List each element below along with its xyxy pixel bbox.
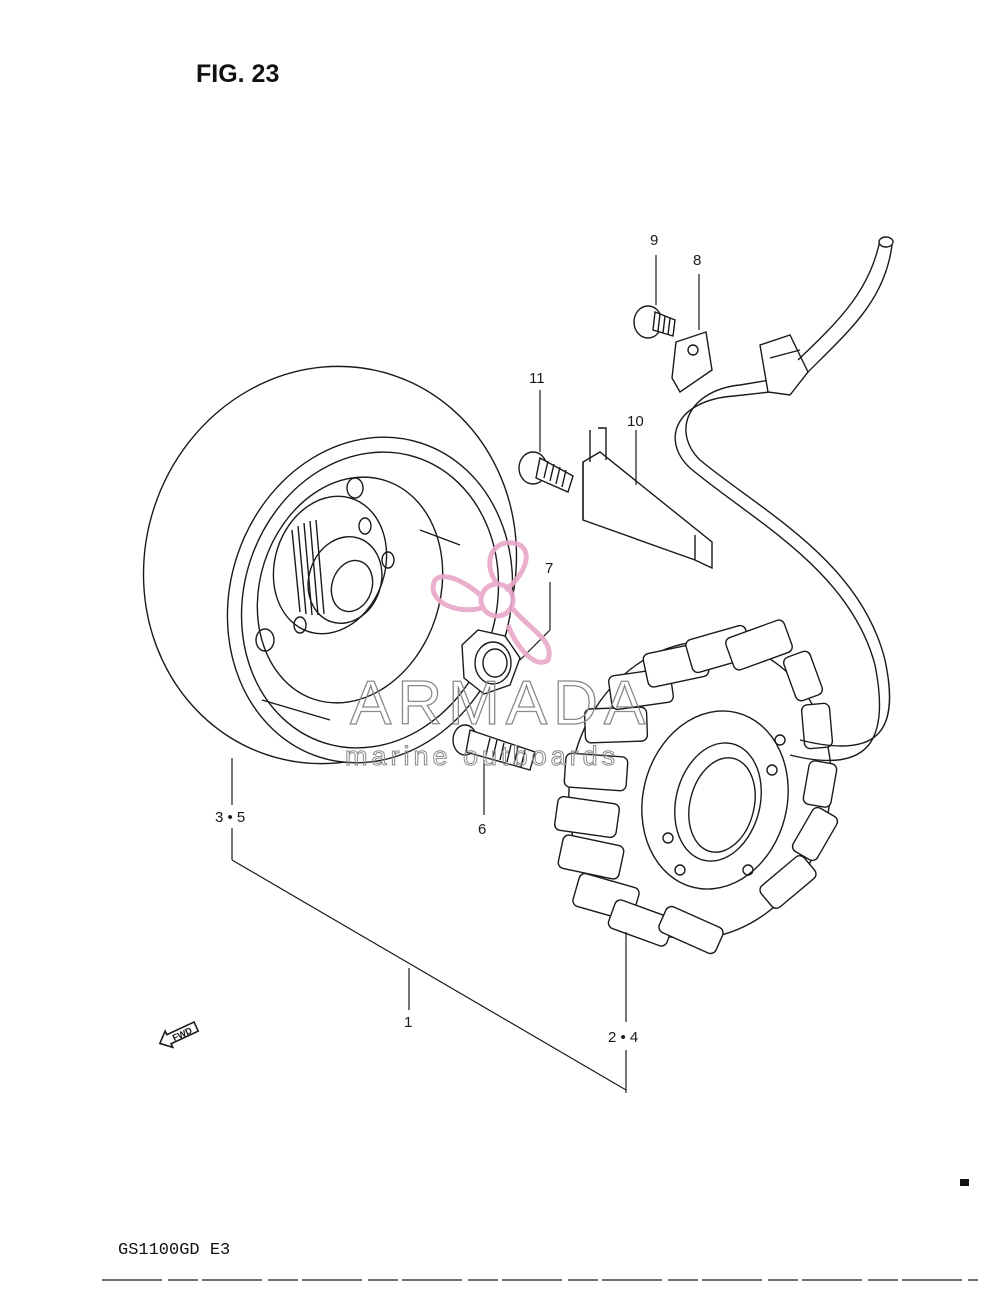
watermark-brand: ARMADA — [350, 669, 651, 738]
fwd-arrow-icon: FWD — [158, 1020, 200, 1049]
stator-assembly — [554, 619, 839, 955]
callout-9: 9 — [650, 232, 658, 249]
plate-10 — [582, 427, 713, 570]
callout-7: 7 — [545, 560, 553, 577]
clamp-8 — [671, 331, 713, 394]
stator-wire-harness — [674, 236, 894, 762]
callout-3-5: 3 • 5 — [215, 809, 245, 826]
watermark-logo-icon — [430, 540, 552, 665]
rotor-flywheel — [142, 365, 518, 765]
screw-9 — [633, 305, 676, 339]
rotor-nut — [461, 629, 521, 695]
figure-title: FIG. 23 — [196, 60, 279, 88]
callout-11: 11 — [529, 370, 545, 387]
callout-6: 6 — [478, 821, 486, 838]
rotor-bolt — [452, 724, 536, 771]
page-mark — [960, 1179, 969, 1186]
callout-10: 10 — [627, 413, 644, 430]
model-code: GS1100GD E3 — [118, 1241, 230, 1260]
callout-1: 1 — [404, 1014, 412, 1031]
callout-2-4: 2 • 4 — [608, 1029, 638, 1046]
callout-8: 8 — [693, 252, 701, 269]
screw-11 — [518, 451, 574, 493]
watermark-tagline: marine outboards — [345, 741, 619, 771]
